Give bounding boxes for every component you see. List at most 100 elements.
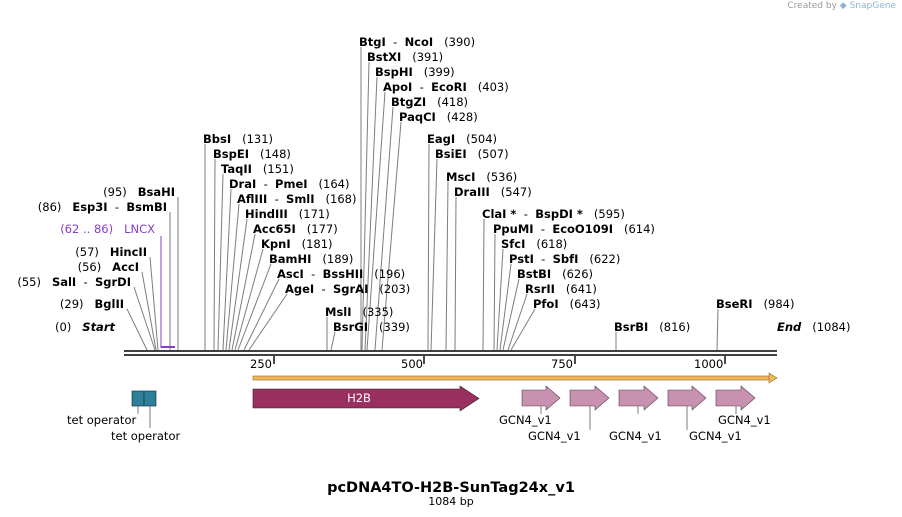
site-leader-bstbi	[502, 278, 520, 351]
site-label-start[interactable]: (0) Start	[55, 320, 115, 334]
site-leader-rsrii	[507, 293, 528, 351]
site-label-clai[interactable]: ClaI * - BspDI * (595)	[482, 207, 625, 221]
site-leader-paqci	[381, 121, 402, 351]
site-label-psti[interactable]: PstI - SbfI (622)	[509, 252, 620, 266]
site-label-taqii[interactable]: TaqII (151)	[221, 162, 294, 176]
site-label-bseri[interactable]: BseRI (984)	[716, 297, 794, 311]
ruler-label-250: 250	[250, 357, 272, 371]
orf-arrow	[252, 372, 778, 384]
site-label-apoi[interactable]: ApoI - EcoRI (403)	[383, 80, 509, 94]
site-label-acci[interactable]: (56) AccI	[78, 260, 139, 274]
dna-backbone	[124, 350, 777, 356]
site-leader-draiii	[454, 196, 457, 351]
site-label-pfoi[interactable]: PfoI (643)	[533, 297, 601, 311]
gcn4-label-1: GCN4_v1	[499, 413, 552, 427]
plasmid-name: pcDNA4TO-H2B-SunTag24x_v1	[327, 480, 575, 496]
credit-text: Created by	[787, 1, 837, 11]
site-leader-asci	[243, 278, 280, 351]
site-labels: BtgI - NcoI (390)BstXI (391)BspHI (399)A…	[17, 35, 850, 334]
site-label-bsrgi[interactable]: BsrGI (339)	[333, 320, 410, 334]
site-label-drai[interactable]: DraI - PmeI (164)	[229, 177, 349, 191]
site-label-bglii[interactable]: (29) BglII	[60, 297, 124, 311]
site-leader-btgzi	[374, 106, 394, 351]
site-label-bbsi[interactable]: BbsI (131)	[203, 132, 273, 146]
gcn4-label-3: GCN4_v1	[609, 429, 662, 443]
site-leader-clai	[482, 218, 485, 351]
tet-operator-label-1: tet operator	[67, 413, 136, 427]
site-leader-drai	[222, 188, 232, 351]
site-label-bsrbi[interactable]: BsrBI (816)	[614, 320, 690, 334]
plasmid-length: 1084 bp	[428, 495, 473, 508]
tet-operator-features: tet operator tet operator	[67, 390, 180, 443]
site-label-ppumi[interactable]: PpuMI - EcoO109I (614)	[493, 222, 655, 236]
site-label-bstbi[interactable]: BstBI (626)	[517, 267, 593, 281]
site-leader-sfci	[496, 248, 504, 351]
site-label-aflii[interactable]: AflIII - SmlI (168)	[237, 192, 356, 206]
site-leader-ppumi	[493, 233, 496, 351]
site-label-bamhi[interactable]: BamHI (189)	[269, 252, 353, 266]
site-leader-bspei	[213, 158, 216, 351]
site-label-draiii[interactable]: DraIII (547)	[454, 185, 532, 199]
tet-operator-label-2: tet operator	[111, 429, 180, 443]
site-leader-pfoi	[510, 308, 536, 351]
site-leader-bamhi	[237, 263, 272, 351]
site-label-hindiii[interactable]: HindIII (171)	[245, 207, 330, 221]
site-label-msli[interactable]: MslI (335)	[325, 305, 393, 319]
gcn4-label-4: GCN4_v1	[689, 429, 742, 443]
site-label-sali[interactable]: (55) SalI - SgrDI	[17, 275, 131, 289]
site-leader-hincii	[149, 256, 159, 351]
site-label-bsiei[interactable]: BsiEI (507)	[435, 147, 509, 161]
site-leader-acc65i	[231, 233, 256, 351]
site-label-kpni[interactable]: KpnI (181)	[261, 237, 333, 251]
gcn4-label-2: GCN4_v1	[528, 429, 581, 443]
site-label-bsahi[interactable]: (95) BsaHI	[103, 185, 175, 199]
site-label-btgzi[interactable]: BtgZI (418)	[391, 95, 468, 109]
site-leader-bseri	[716, 308, 719, 351]
gcn4-features: GCN4_v1 GCN4_v1 GCN4_v1 GCN4_v1 GCN4_v1	[499, 385, 771, 443]
site-leader-eagi	[427, 143, 430, 351]
site-label-bspei[interactable]: BspEI (148)	[213, 147, 291, 161]
site-leader-kpni	[234, 248, 264, 351]
site-leader-hindiii	[228, 218, 248, 351]
site-leader-bglii	[126, 308, 148, 351]
gcn4-label-5: GCN4_v1	[718, 413, 771, 427]
site-label-agei[interactable]: AgeI - SgrAI (203)	[285, 282, 410, 296]
site-label-bstxi[interactable]: BstXI (391)	[367, 50, 443, 64]
site-leader-msci	[445, 181, 449, 351]
site-label-esp3i[interactable]: (86) Esp3I - BsmBI	[38, 200, 167, 214]
snapgene-credit: Created by ◆ SnapGene	[787, 1, 896, 11]
ruler: 250 500 750 1000	[250, 356, 726, 371]
site-label-lncx[interactable]: (62 .. 86) LNCX	[60, 222, 155, 236]
site-leader-bsrgi	[330, 331, 336, 351]
snapgene-logo-icon: ◆	[839, 1, 847, 11]
site-leader-bstxi	[361, 61, 370, 351]
site-label-acc65i[interactable]: Acc65I (177)	[253, 222, 338, 236]
site-leader-taqii	[217, 173, 224, 351]
site-label-msci[interactable]: MscI (536)	[446, 170, 517, 184]
ruler-label-750: 750	[551, 357, 573, 371]
site-label-end[interactable]: End (1084)	[777, 320, 851, 334]
site-leader-agei	[248, 293, 288, 351]
site-label-hincii[interactable]: (57) HincII	[75, 245, 147, 259]
site-label-bsphi[interactable]: BspHI (399)	[375, 65, 455, 79]
site-label-sfci[interactable]: SfcI (618)	[501, 237, 567, 251]
site-leader-psti	[499, 263, 512, 351]
site-leader-sali	[133, 286, 156, 351]
site-label-btgi[interactable]: BtgI - NcoI (390)	[359, 35, 475, 49]
ruler-label-500: 500	[401, 357, 423, 371]
site-leader-bsiei	[430, 158, 438, 351]
site-leader-bsphi	[364, 76, 378, 351]
credit-product: SnapGene	[849, 1, 896, 11]
site-label-eagi[interactable]: EagI (504)	[427, 132, 497, 146]
site-leader-lines	[126, 47, 719, 351]
site-leader-aflii	[225, 203, 240, 351]
site-label-paqci[interactable]: PaqCI (428)	[399, 110, 478, 124]
site-leader-apoi	[366, 91, 386, 351]
ruler-label-1000: 1000	[694, 357, 723, 371]
site-leader-acci	[141, 271, 157, 351]
lncx-feature	[160, 236, 175, 348]
h2b-label: H2B	[347, 391, 371, 405]
site-label-rsrii[interactable]: RsrII (641)	[525, 282, 597, 296]
site-label-asci[interactable]: AscI - BssHII (196)	[277, 267, 405, 281]
